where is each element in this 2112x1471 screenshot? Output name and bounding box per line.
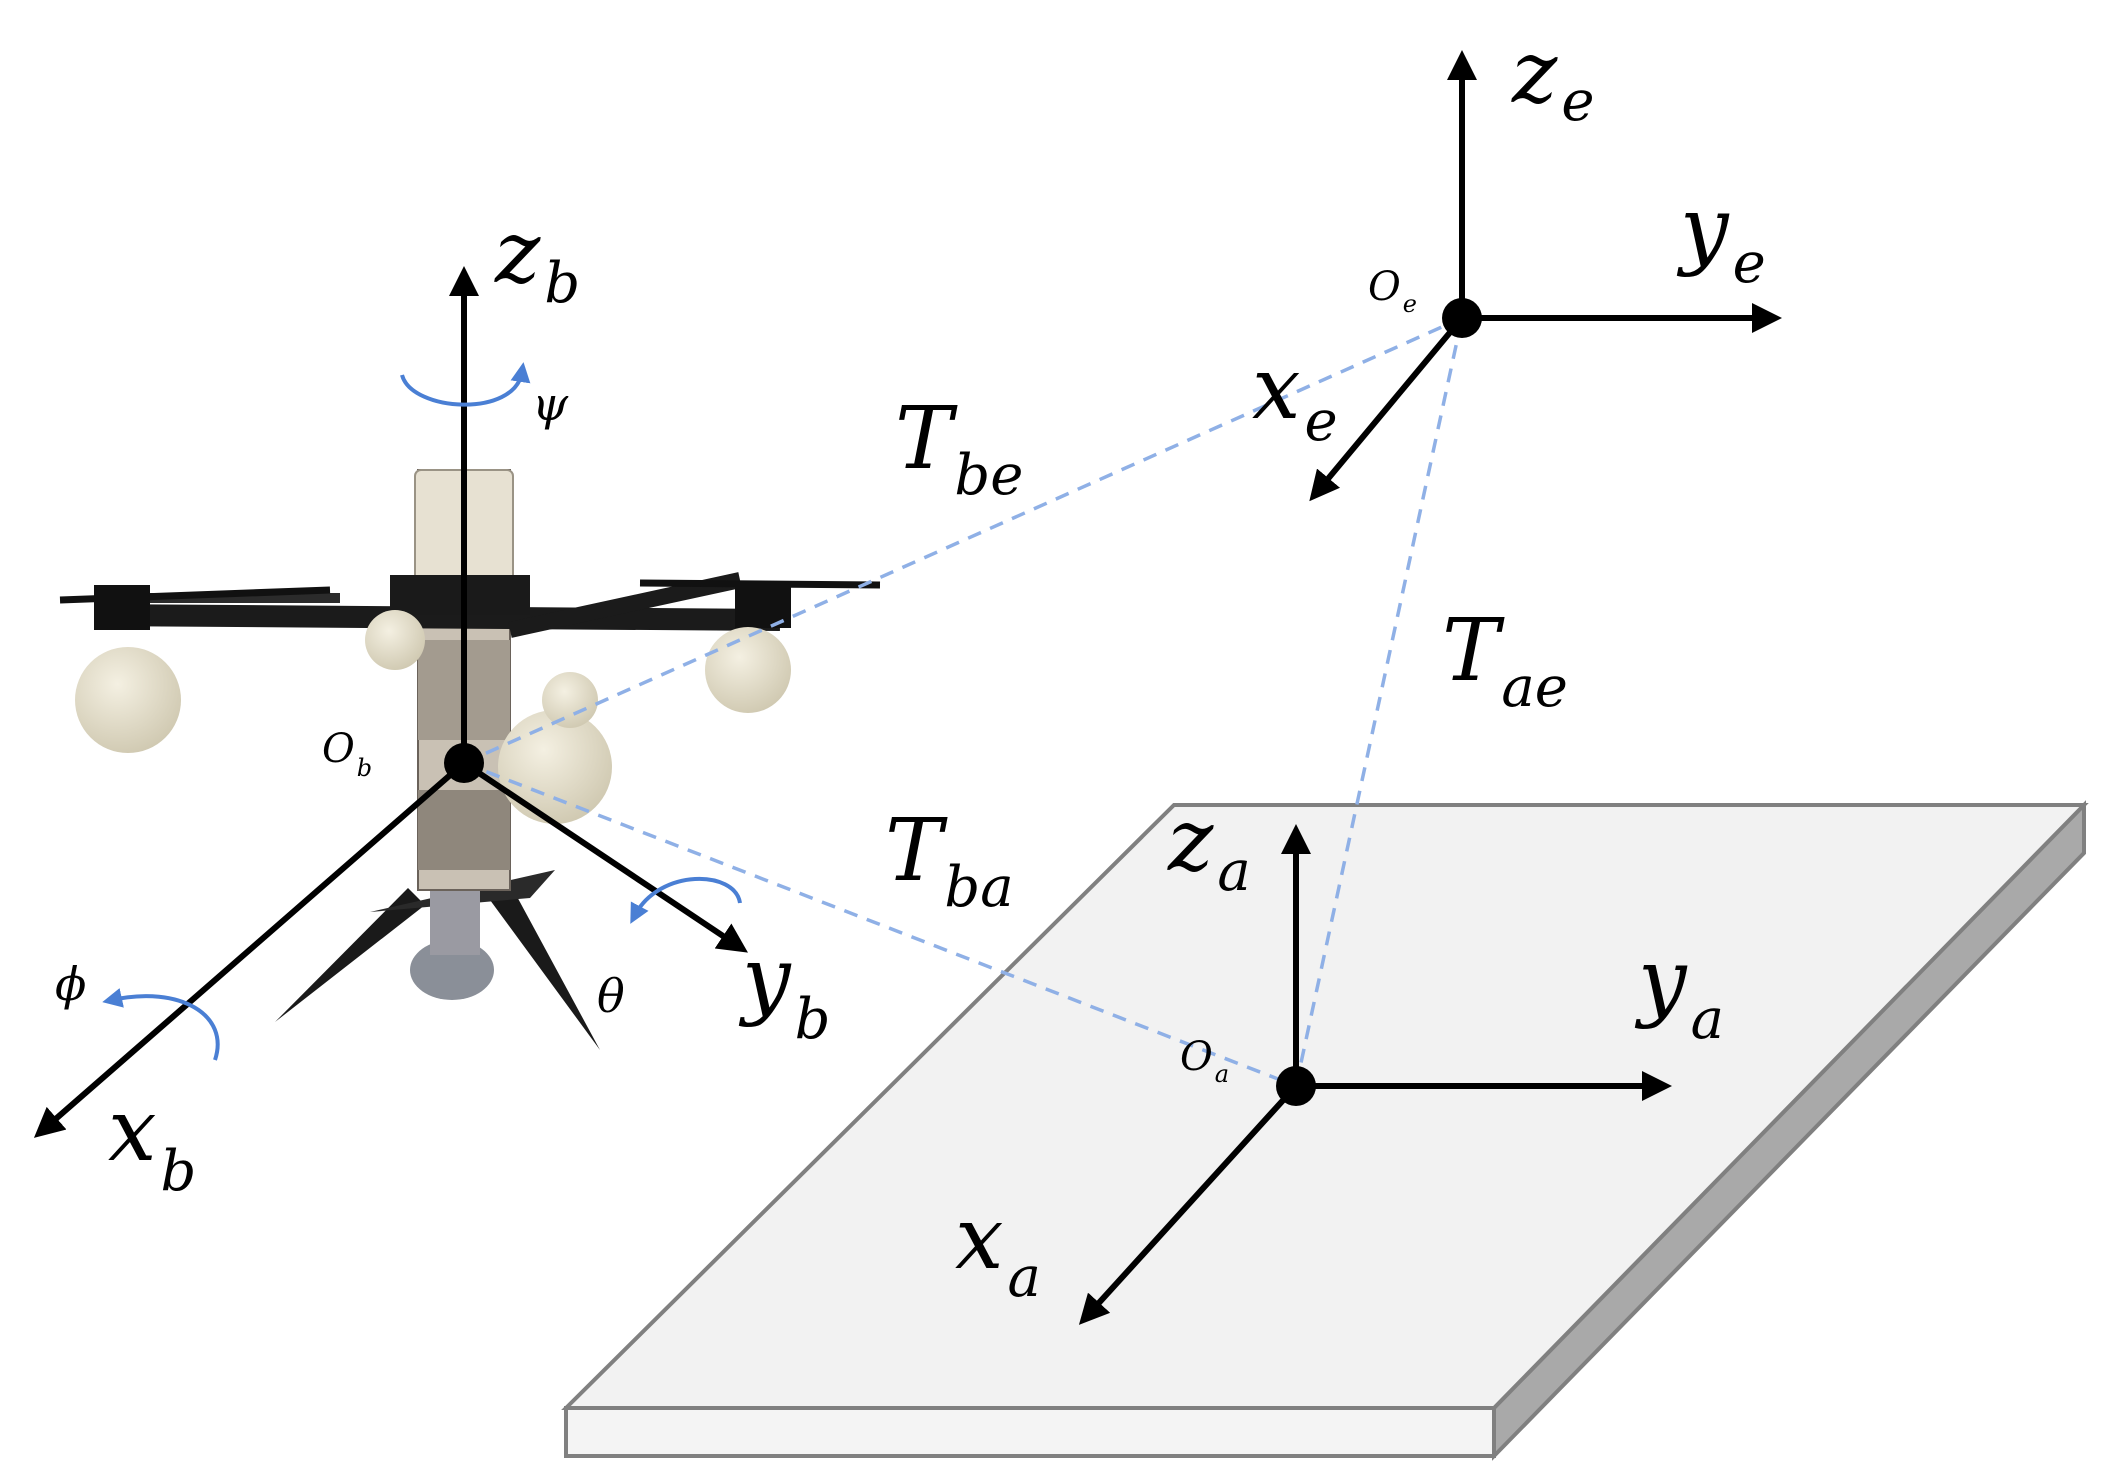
yaw-rotation-arrow	[400, 362, 531, 407]
transform-ae-label: Tae	[1442, 601, 1568, 720]
link-body-aux	[463, 761, 1297, 1088]
earth-frame	[1309, 50, 1782, 502]
aux-origin-label: Oa	[1180, 1034, 1229, 1088]
earth-z-label: ze	[1511, 23, 1594, 134]
body-y-label: yb	[738, 929, 830, 1052]
body-x-axis	[33, 760, 466, 1138]
earth-x-axis	[1309, 316, 1465, 502]
body-origin-dot	[444, 743, 484, 783]
earth-x-label: xe	[1252, 339, 1338, 454]
aux-z-label: za	[1167, 791, 1251, 904]
body-x-label: xb	[108, 1081, 196, 1204]
aux-y-label: ya	[1634, 931, 1724, 1052]
pitch-rotation-arrow	[630, 876, 742, 924]
pitch-label: θ	[597, 969, 625, 1023]
aux-x-axis	[1078, 1083, 1299, 1325]
ground-platform	[561, 800, 2089, 1461]
transform-ba-label: Tba	[885, 801, 1014, 920]
aux-origin-dot	[1276, 1066, 1316, 1106]
earth-origin-dot	[1442, 298, 1482, 338]
link-body-earth	[463, 316, 1463, 765]
yaw-label: ψ	[532, 377, 569, 431]
body-origin-label: Ob	[322, 726, 372, 782]
earth-y-label: ye	[1676, 179, 1766, 296]
aux-frame	[1078, 824, 1672, 1325]
link-aux-earth	[1294, 317, 1464, 1087]
body-frame	[33, 266, 748, 1138]
body-z-label: zb	[494, 203, 580, 316]
roll-label: ϕ	[55, 957, 86, 1011]
body-y-axis	[462, 760, 748, 953]
earth-origin-label: Oe	[1368, 264, 1417, 318]
aux-x-label: xa	[955, 1189, 1041, 1310]
roll-rotation-arrow	[102, 988, 220, 1061]
transform-be-label: Tbe	[895, 389, 1023, 508]
